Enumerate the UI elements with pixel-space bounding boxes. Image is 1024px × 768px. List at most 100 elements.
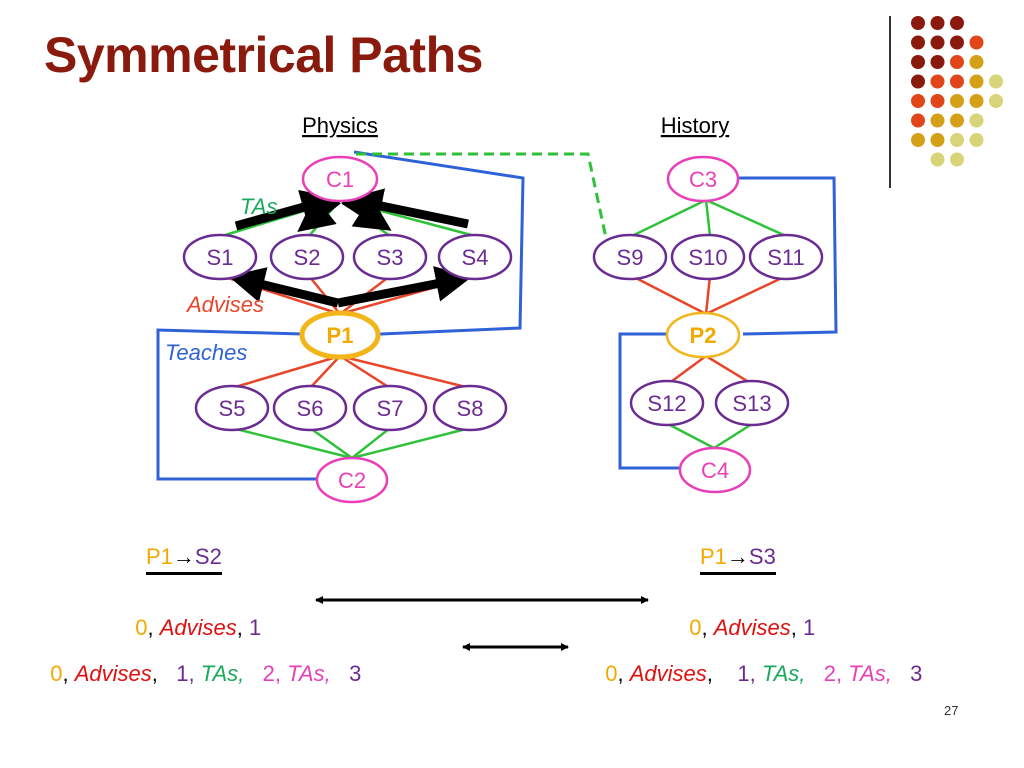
label-tas: TAs: [240, 194, 277, 219]
palette-dot: [930, 152, 945, 167]
arrow-c1-to-s2: [297, 195, 341, 233]
decorative-dot-palette: [911, 16, 1003, 167]
arrow-p1-to-s1: [228, 267, 340, 308]
node-c3: C3: [666, 155, 740, 203]
palette-dot: [989, 94, 1003, 108]
palette-dot: [911, 94, 925, 108]
palette-dot: [930, 113, 945, 128]
label-teaches: Teaches: [165, 340, 247, 365]
svg-text:S4: S4: [462, 245, 489, 270]
svg-text:S11: S11: [767, 245, 805, 270]
node-s8: S8: [432, 384, 508, 432]
svg-text:P1: P1: [327, 323, 354, 348]
node-s11: S11: [748, 233, 824, 281]
palette-dot: [930, 16, 945, 30]
svg-text:P2: P2: [690, 323, 717, 348]
svg-text:C4: C4: [701, 458, 729, 483]
node-c1: C1: [301, 155, 379, 203]
path-row2-left: 0, Advises, 1, TAs, 2, TAs, 3: [50, 661, 362, 686]
path-heading-right: P1→S3: [700, 544, 776, 575]
node-s9: S9: [592, 233, 668, 281]
node-c2: C2: [315, 456, 389, 504]
advises-edges: [221, 274, 787, 390]
palette-dot: [969, 74, 984, 89]
svg-text:S5: S5: [219, 396, 246, 421]
svg-text:S7: S7: [377, 396, 404, 421]
palette-dot: [911, 113, 925, 128]
label-advises: Advises: [185, 292, 264, 317]
palette-dot: [930, 35, 945, 50]
node-p1: P1: [299, 310, 381, 360]
node-s10: S10: [670, 233, 746, 281]
svg-text:C1: C1: [326, 167, 354, 192]
path-row2-right: 0, Advises, 1, TAs, 2, TAs, 3: [605, 661, 923, 686]
svg-text:S10: S10: [688, 245, 727, 270]
palette-dot: [930, 74, 945, 89]
path-heading-left: P1→S2: [146, 544, 222, 575]
node-s13: S13: [714, 379, 790, 427]
svg-text:C3: C3: [689, 167, 717, 192]
palette-dot: [950, 94, 964, 108]
palette-dot: [950, 16, 964, 30]
node-s3: S3: [352, 233, 428, 281]
palette-dot: [911, 35, 925, 50]
teaches-edge-p2-c4: [618, 332, 681, 470]
palette-dot: [911, 74, 925, 89]
palette-dot: [950, 74, 964, 89]
node-s1: S1: [182, 233, 258, 281]
node-s4: S4: [437, 233, 513, 281]
palette-dot: [969, 133, 984, 147]
path-arrows: [228, 188, 472, 308]
palette-dot: [911, 55, 925, 69]
dashed-link-c1-s9: [356, 152, 608, 239]
palette-dot: [950, 55, 964, 69]
palette-dot: [930, 133, 945, 147]
slide-title: Symmetrical Paths: [44, 27, 483, 83]
arrow-p1-to-s4: [337, 266, 472, 308]
palette-dot: [930, 94, 945, 108]
path-right-from: P1: [700, 544, 727, 569]
path-row1-right: 0, Advises, 1: [689, 615, 816, 640]
teaches-edge-p1-c2: [156, 328, 318, 481]
palette-dot: [969, 113, 984, 128]
palette-dot: [911, 16, 925, 30]
node-s6: S6: [272, 384, 348, 432]
svg-text:S2: S2: [294, 245, 321, 270]
path-left-to: S2: [194, 544, 222, 569]
node-s5: S5: [194, 384, 270, 432]
arrow-s4-to-c1: [346, 188, 469, 229]
page-number: 27: [944, 703, 959, 718]
path-left-from: P1: [146, 544, 173, 569]
svg-text:S3: S3: [377, 245, 404, 270]
palette-dot: [950, 133, 964, 147]
node-p2: P2: [665, 311, 741, 359]
palette-dot: [950, 152, 964, 167]
palette-dot: [969, 55, 984, 69]
palette-dot: [930, 55, 945, 69]
heading-physics: Physics: [302, 113, 378, 138]
node-s12: S12: [629, 379, 705, 427]
teaches-edge-p2-c3: [737, 176, 838, 336]
teaches-edge-p1-c1: [353, 150, 525, 336]
node-s2: S2: [269, 233, 345, 281]
palette-dot: [969, 94, 984, 108]
svg-text:S9: S9: [617, 245, 644, 270]
node-s7: S7: [352, 384, 428, 432]
palette-dot: [950, 35, 964, 50]
node-c4: C4: [678, 446, 752, 494]
svg-text:S13: S13: [732, 391, 771, 416]
path-row1-left: 0, Advises, 1: [135, 615, 262, 640]
title-divider: [889, 16, 891, 188]
path-right-arrow: →: [726, 544, 749, 569]
svg-text:C2: C2: [338, 468, 366, 493]
palette-dot: [989, 74, 1003, 89]
svg-text:S12: S12: [647, 391, 686, 416]
svg-text:S6: S6: [297, 396, 324, 421]
svg-text:S1: S1: [207, 245, 234, 270]
heading-history: History: [661, 113, 729, 138]
palette-dot: [950, 113, 964, 128]
palette-dot: [911, 133, 925, 147]
palette-dot: [969, 35, 984, 50]
svg-text:S8: S8: [457, 396, 484, 421]
